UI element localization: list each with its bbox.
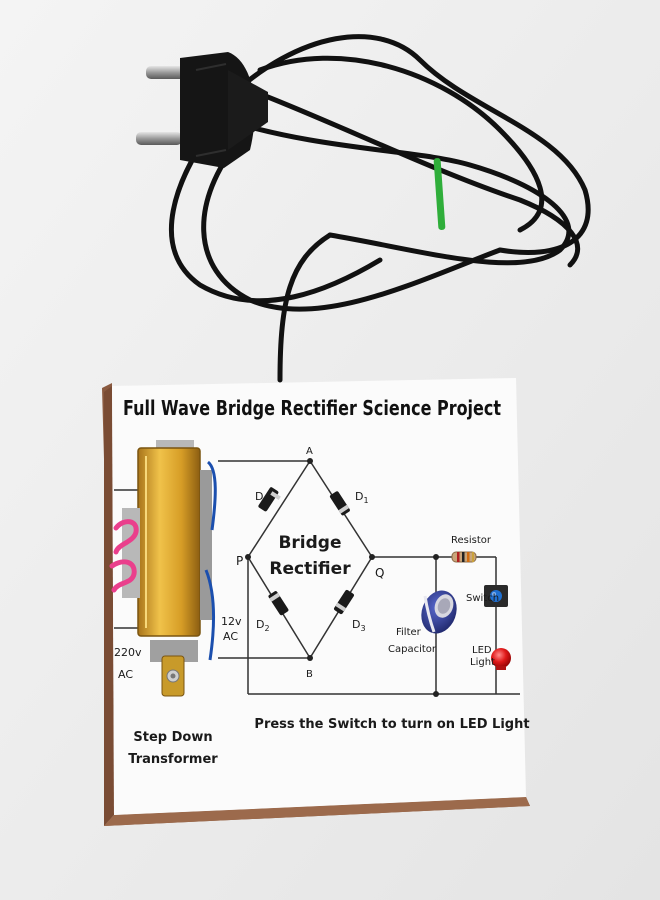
cable-tie bbox=[433, 158, 446, 230]
label-12v-ac: AC bbox=[223, 630, 238, 643]
diode-d4 bbox=[258, 487, 281, 512]
circuit-labels: A B P Q D4 D1 D2 D3 Bridge Rectifier Res… bbox=[114, 446, 499, 767]
diode-d2 bbox=[268, 591, 289, 616]
board-title: Full Wave Bridge Rectifier Science Proje… bbox=[123, 396, 501, 420]
label-node-q: Q bbox=[375, 566, 384, 580]
label-220v: 220v bbox=[114, 646, 142, 659]
plug-pin-bottom bbox=[136, 132, 182, 145]
power-plug bbox=[136, 52, 268, 168]
power-cable bbox=[168, 34, 591, 383]
led-light bbox=[491, 648, 511, 670]
diode-d3 bbox=[334, 589, 354, 615]
board-instruction: Press the Switch to turn on LED Light bbox=[254, 717, 529, 732]
label-d2: D2 bbox=[256, 618, 270, 633]
label-filter: Filter bbox=[396, 627, 422, 638]
label-d4: D4 bbox=[255, 490, 269, 505]
plug-pin-top bbox=[146, 66, 186, 79]
label-led: LED bbox=[472, 645, 492, 656]
diode-d1 bbox=[329, 491, 350, 516]
label-step-down: Step Down bbox=[133, 730, 212, 745]
label-node-a: A bbox=[306, 446, 313, 457]
push-switch bbox=[484, 585, 508, 607]
circuit-nodes bbox=[245, 458, 439, 697]
label-d1: D1 bbox=[355, 490, 369, 505]
label-node-b: B bbox=[306, 669, 313, 680]
label-rectifier: Rectifier bbox=[269, 559, 351, 579]
label-light: Light bbox=[470, 657, 495, 668]
label-resistor: Resistor bbox=[451, 535, 492, 546]
label-12v: 12v bbox=[221, 615, 242, 628]
transformer-core bbox=[137, 447, 201, 637]
primary-wire-pink bbox=[109, 519, 139, 593]
label-node-p: P bbox=[236, 554, 243, 568]
label-d3: D3 bbox=[352, 618, 366, 633]
label-transformer: Transformer bbox=[128, 752, 218, 767]
label-switch: Switch bbox=[466, 593, 499, 604]
label-capacitor: Capacitor bbox=[388, 644, 437, 655]
resistor bbox=[451, 551, 477, 563]
label-bridge: Bridge bbox=[278, 533, 341, 553]
secondary-wire-blue bbox=[204, 460, 217, 661]
label-220v-ac: AC bbox=[118, 668, 133, 681]
step-down-transformer bbox=[109, 440, 217, 697]
filter-capacitor bbox=[421, 590, 457, 634]
